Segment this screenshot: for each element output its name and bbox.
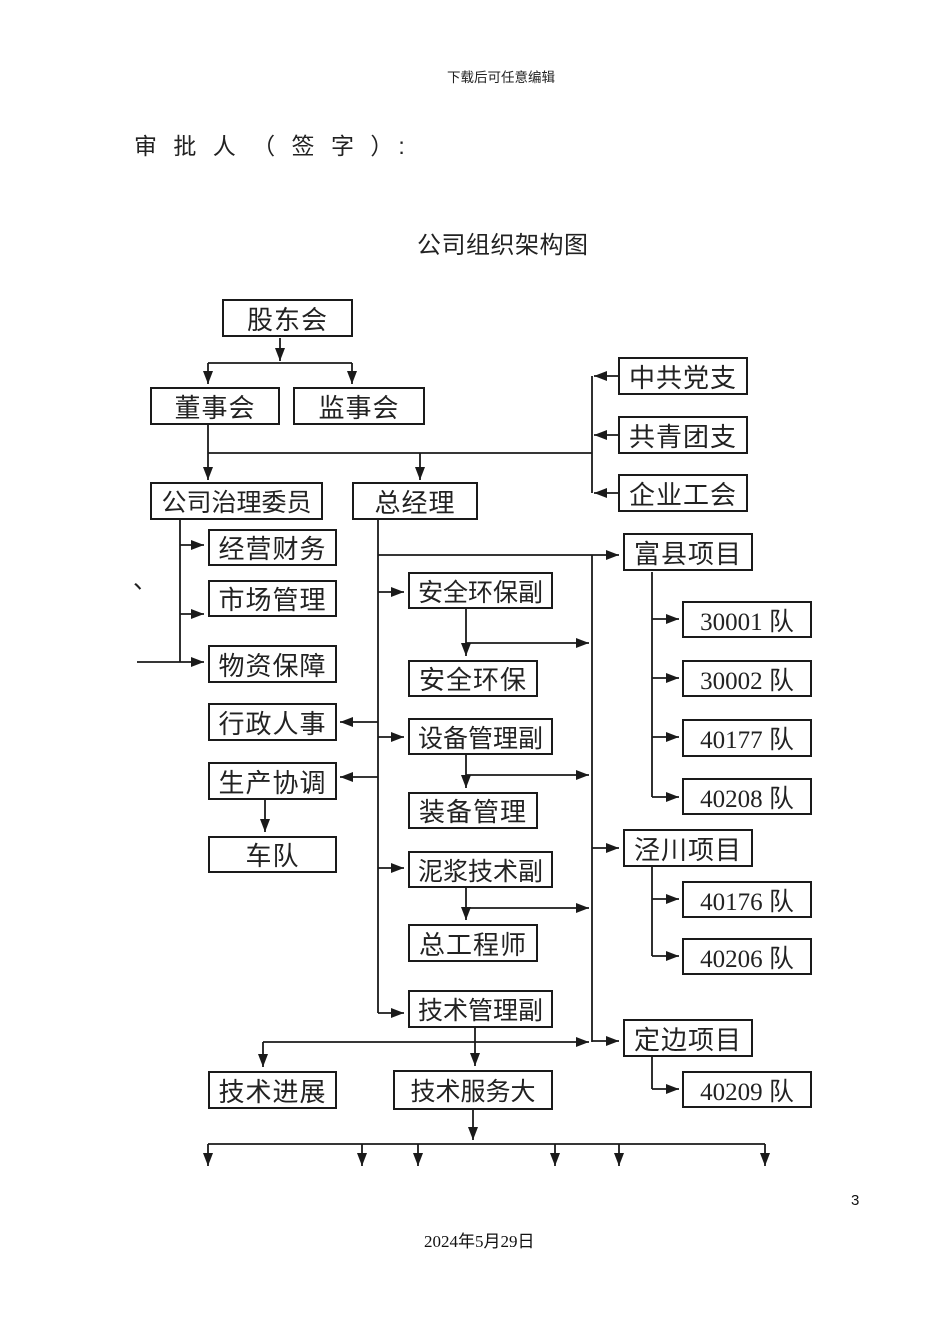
node-equipment-management: 装备管理 <box>408 792 538 829</box>
node-team-40206: 40206 队 <box>682 938 812 975</box>
page-number: 3 <box>851 1192 860 1209</box>
node-youth-league-branch: 共青团支 <box>618 416 748 454</box>
node-equipment-deputy: 设备管理副 <box>408 718 553 755</box>
node-production-coordination: 生产协调 <box>208 762 337 800</box>
node-dingbian-project: 定边项目 <box>623 1019 753 1057</box>
approval-signature-line: 审 批 人 （ 签 字 ）: <box>134 133 410 159</box>
node-tech-service: 技术服务大 <box>393 1070 553 1110</box>
node-supervisory-board: 监事会 <box>293 387 425 425</box>
chart-title: 公司组织架构图 <box>417 232 589 259</box>
node-team-40209: 40209 队 <box>682 1071 812 1108</box>
node-team-30001: 30001 队 <box>682 601 812 638</box>
node-team-40176: 40176 队 <box>682 881 812 918</box>
node-team-40177: 40177 队 <box>682 719 812 757</box>
node-governance-committee: 公司治理委员 <box>150 482 323 520</box>
node-chief-engineer: 总工程师 <box>408 924 538 962</box>
node-mud-tech-deputy: 泥浆技术副 <box>408 851 553 888</box>
node-shareholders-meeting: 股东会 <box>222 299 353 337</box>
node-motorcade: 车队 <box>208 836 337 873</box>
node-tech-mgmt-deputy: 技术管理副 <box>408 990 553 1028</box>
node-labor-union: 企业工会 <box>618 474 748 512</box>
node-fuxian-project: 富县项目 <box>623 533 753 571</box>
node-market-management: 市场管理 <box>208 580 337 617</box>
node-team-40208: 40208 队 <box>682 778 812 815</box>
header-note: 下载后可任意编辑 <box>447 70 555 85</box>
node-board-of-directors: 董事会 <box>150 387 280 425</box>
footer-date: 2024年5月29日 <box>424 1232 535 1251</box>
node-team-30002: 30002 队 <box>682 660 812 697</box>
node-safety-env: 安全环保 <box>408 660 538 697</box>
node-admin-hr: 行政人事 <box>208 703 337 741</box>
node-jingchuan-project: 泾川项目 <box>623 829 753 867</box>
node-tech-progress: 技术进展 <box>208 1071 337 1109</box>
node-party-branch: 中共党支 <box>618 357 748 395</box>
node-general-manager: 总经理 <box>352 482 478 520</box>
node-finance: 经营财务 <box>208 529 337 566</box>
stray-punctuation-mark: 、 <box>133 567 157 594</box>
node-materials-support: 物资保障 <box>208 645 337 683</box>
node-safety-env-deputy: 安全环保副 <box>408 572 553 609</box>
